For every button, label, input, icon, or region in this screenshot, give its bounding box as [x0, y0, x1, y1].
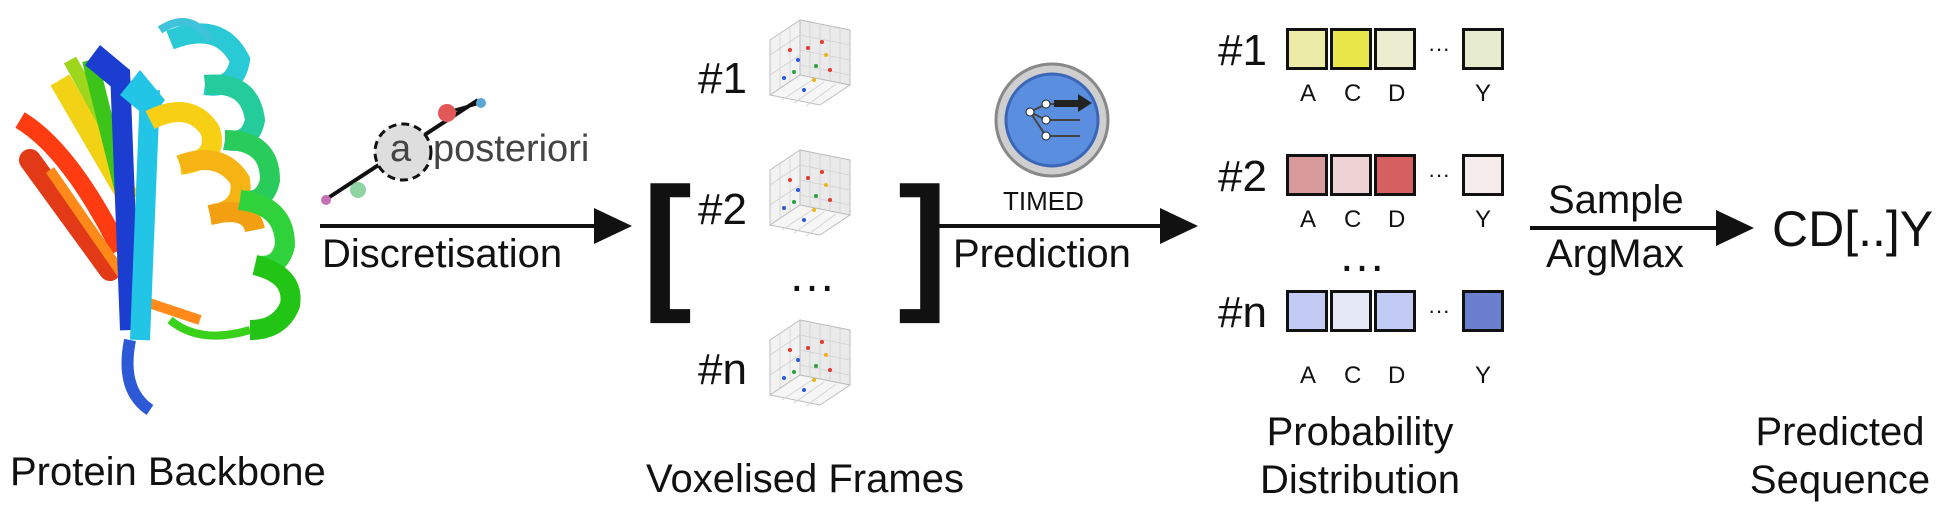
frame-label-2: #2	[698, 185, 747, 234]
sample-label: Sample	[1548, 178, 1684, 222]
aa-label: Y	[1475, 206, 1492, 233]
row-ellipsis-2: ···	[1428, 162, 1450, 187]
aa-label: Y	[1475, 80, 1492, 107]
right-bracket: ]	[898, 156, 948, 324]
protein-backbone-caption: Protein Backbone	[10, 450, 326, 494]
aa-label: C	[1344, 206, 1362, 233]
prob-cell	[1374, 28, 1416, 70]
prob-cell	[1330, 28, 1372, 70]
distribution-row-1-last	[1462, 28, 1506, 70]
voxelised-frames-caption: Voxelised Frames	[646, 457, 964, 501]
distribution-row-label-2: #2	[1218, 152, 1267, 201]
prob-cell	[1374, 154, 1416, 196]
prediction-label: Prediction	[953, 232, 1131, 276]
aa-label: A	[1300, 80, 1317, 107]
timed-model-label: TIMED	[1003, 186, 1084, 216]
distribution-row-label-1: #1	[1218, 26, 1267, 75]
prob-cell	[1374, 290, 1416, 332]
probability-caption-line2: Distribution	[1259, 458, 1461, 502]
distribution-row-n-last	[1462, 290, 1506, 332]
aa-label: A	[1300, 362, 1317, 389]
probability-caption-line1: Probability	[1266, 410, 1454, 454]
distribution-middle-ellipsis: …	[1338, 229, 1386, 282]
aa-label: D	[1388, 362, 1406, 389]
frame-label-1: #1	[698, 54, 747, 103]
prob-cell	[1286, 28, 1328, 70]
prob-cell	[1462, 290, 1504, 332]
prob-cell	[1286, 290, 1328, 332]
protein-structure-image	[15, 18, 301, 415]
argmax-label: ArgMax	[1546, 232, 1684, 276]
row-ellipsis-n: ···	[1428, 298, 1450, 323]
predicted-caption-line1: Predicted	[1755, 410, 1925, 454]
predicted-caption-line2: Sequence	[1749, 458, 1931, 502]
prob-cell	[1462, 154, 1504, 196]
a-posteriori-letter: a	[390, 128, 412, 170]
aa-label: D	[1388, 80, 1406, 107]
distribution-row-1	[1286, 28, 1418, 70]
left-bracket: [	[642, 156, 692, 324]
aa-label: D	[1388, 206, 1406, 233]
aa-label: C	[1344, 362, 1362, 389]
prob-cell	[1462, 28, 1504, 70]
aa-label: Y	[1475, 362, 1492, 389]
distribution-row-label-n: #n	[1218, 288, 1267, 337]
aa-label: A	[1300, 206, 1317, 233]
frame-label-n: #n	[698, 345, 747, 394]
prob-cell	[1330, 290, 1372, 332]
predicted-sequence: CD[..]Y	[1772, 201, 1934, 257]
frames-ellipsis: …	[788, 249, 836, 302]
prob-cell	[1330, 154, 1372, 196]
distribution-row-2-last	[1462, 154, 1506, 196]
a-posteriori-word: posteriori	[433, 128, 590, 170]
row-ellipsis-1: ···	[1428, 36, 1450, 61]
distribution-row-n	[1286, 290, 1418, 332]
discretisation-label: Discretisation	[322, 232, 563, 276]
prob-cell	[1286, 154, 1328, 196]
aa-label: C	[1344, 80, 1362, 107]
distribution-row-2	[1286, 154, 1418, 196]
